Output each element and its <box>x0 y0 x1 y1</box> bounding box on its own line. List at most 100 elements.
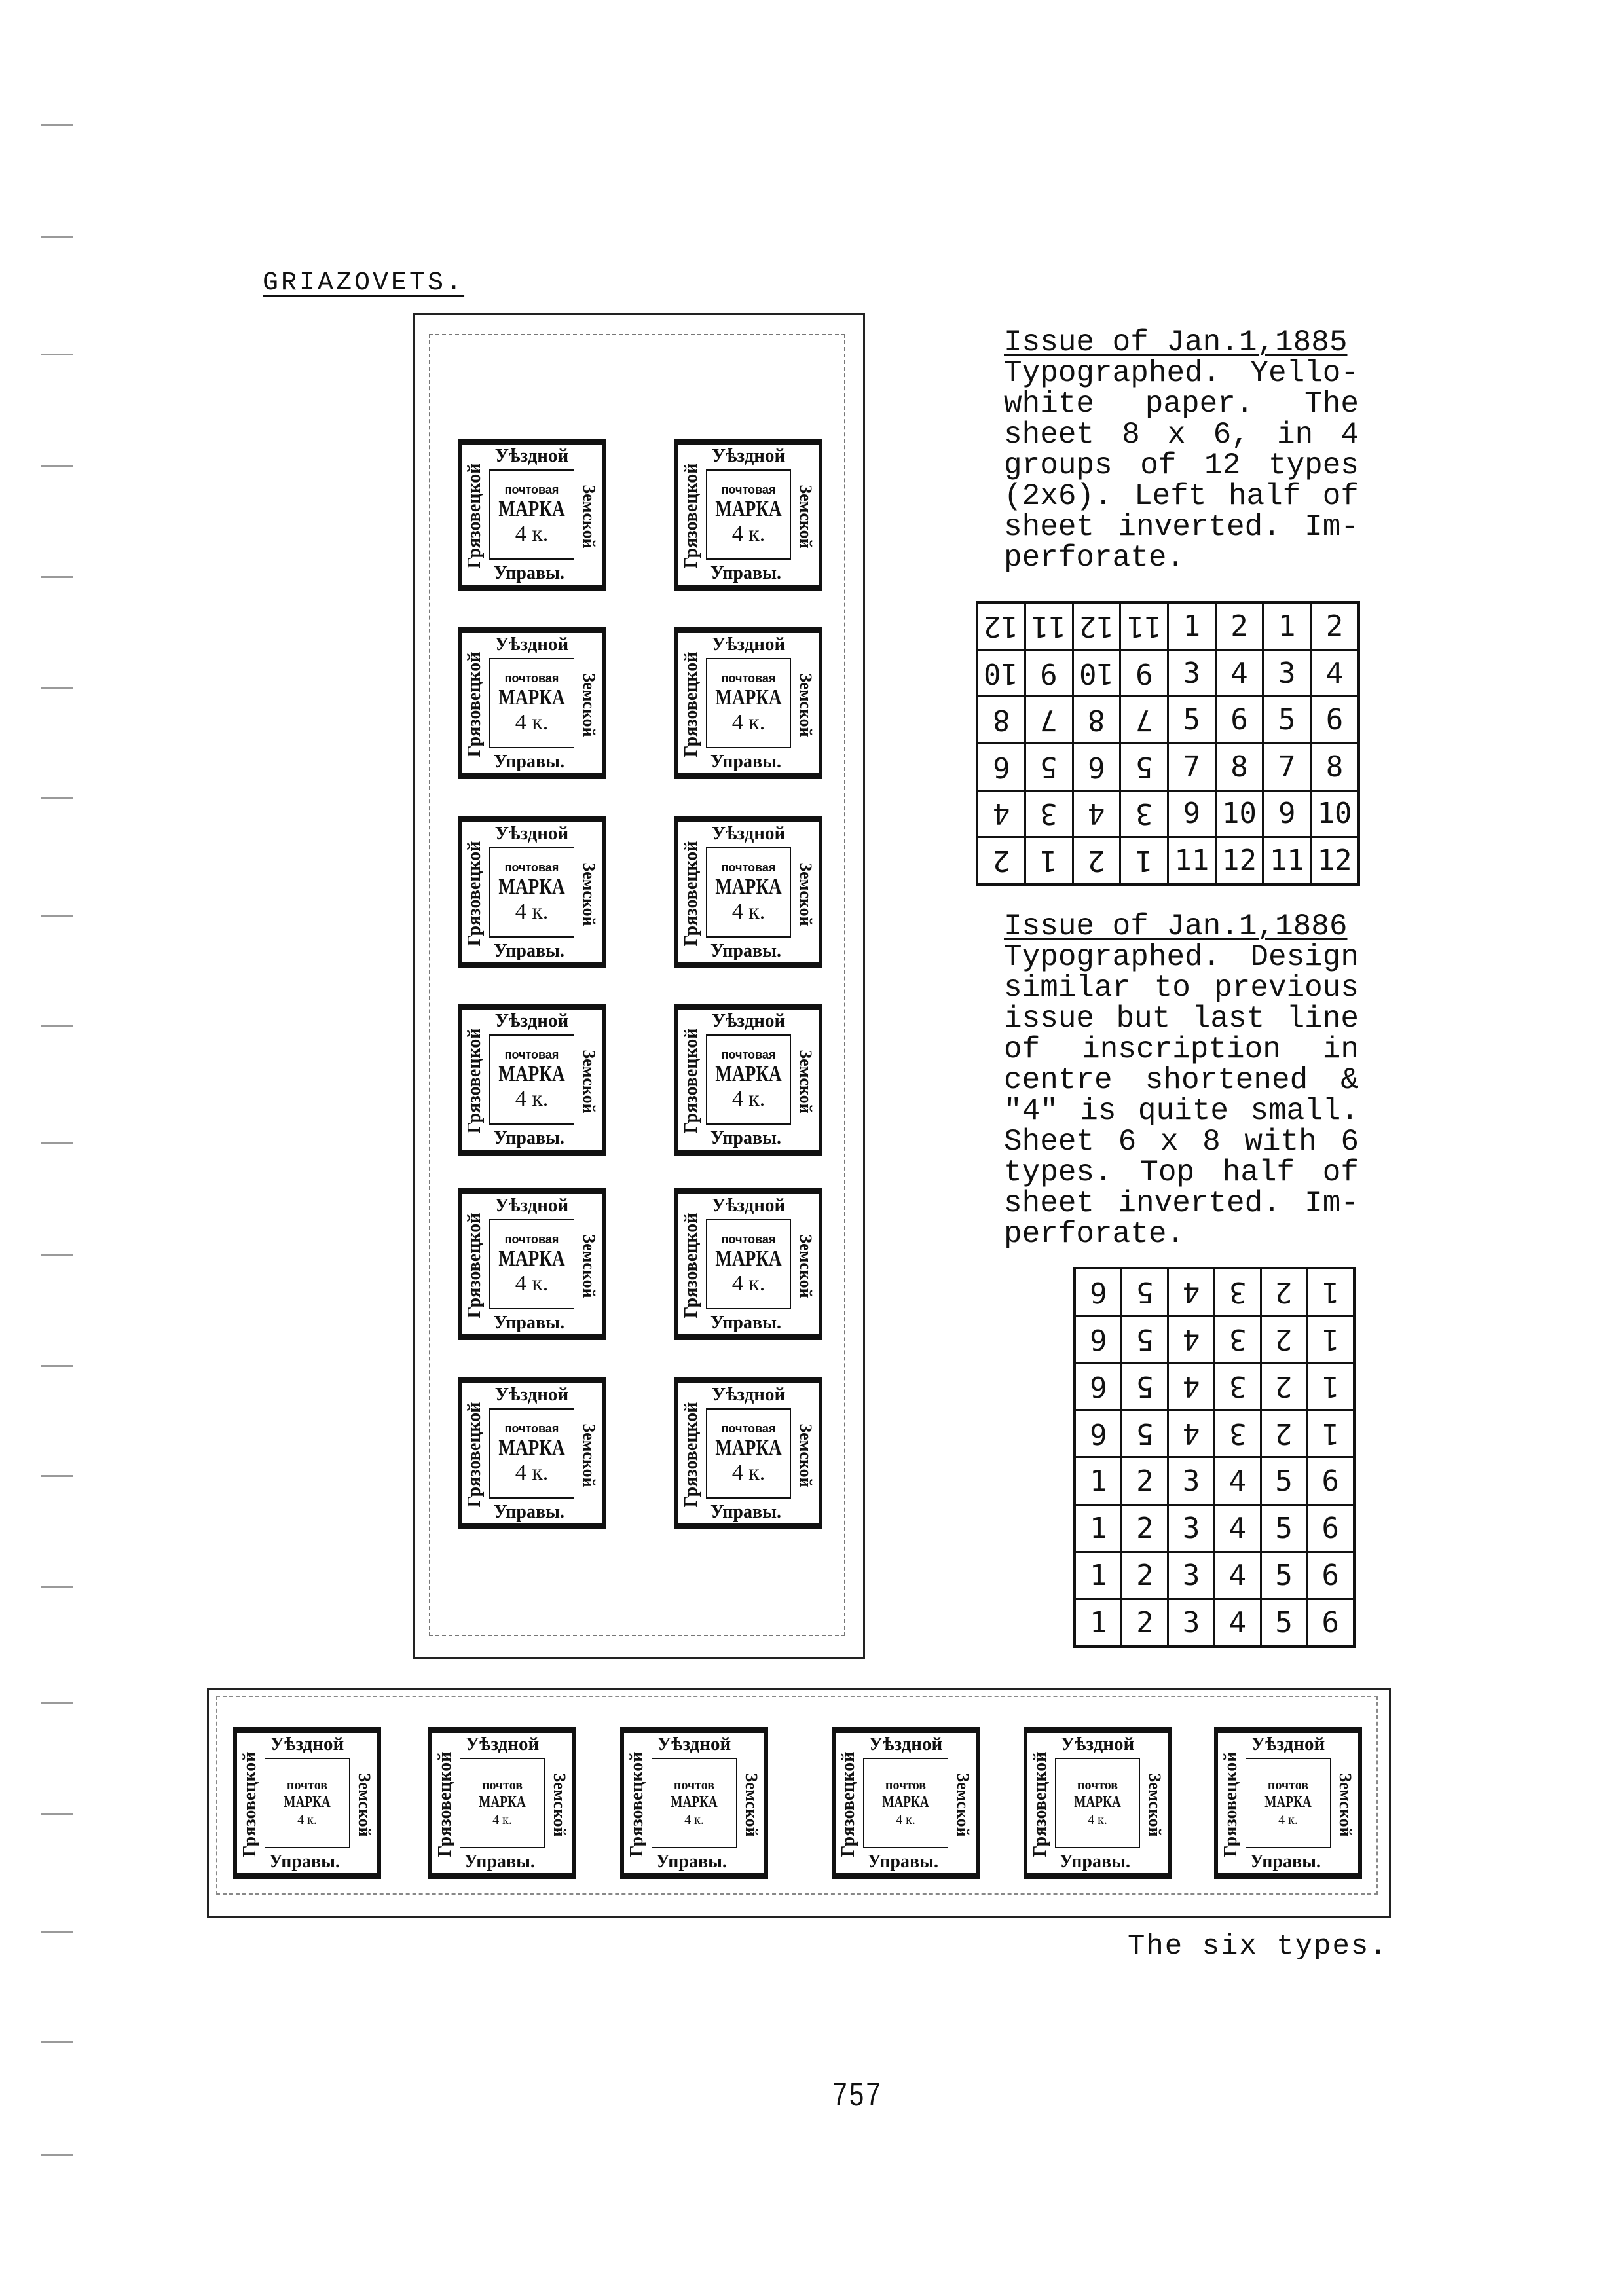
stamp-right-text: Земской <box>580 862 599 926</box>
text-line: sheet 8 x 6, in 4 <box>1004 418 1359 452</box>
text-line: Sheet 6 x 8 with 6 <box>1004 1125 1359 1159</box>
table-cell: 2 <box>1120 1456 1170 1506</box>
table-cell: 10 <box>1214 789 1264 839</box>
table-cell: 2 <box>976 836 1026 886</box>
cell-number: 3 <box>1182 1558 1200 1592</box>
stamp-centre-line: МАРКА <box>715 1435 782 1460</box>
stamp-centre-line: почтовая <box>504 860 559 874</box>
cell-number: 1 <box>1135 844 1153 878</box>
cell-number: 7 <box>1135 703 1153 737</box>
cell-number: 4 <box>1182 1275 1200 1309</box>
cell-number: 2 <box>1136 1511 1154 1545</box>
table-cell: 11 <box>1262 836 1312 886</box>
table-cell: 5 <box>1120 1409 1170 1459</box>
stamp-left-text: Грязовецкой <box>681 1402 701 1508</box>
stamp-centre-line: 4 к. <box>731 521 766 546</box>
cell-number: 11 <box>1031 609 1067 643</box>
table-cell: 6 <box>1073 1362 1123 1412</box>
text-line: Typographed. Design <box>1004 940 1359 974</box>
stamp-centre-line: 4 к. <box>731 710 766 735</box>
margin-mark <box>41 236 73 238</box>
cell-number: 5 <box>1275 1558 1293 1592</box>
table-cell: 3 <box>1213 1315 1262 1364</box>
table-cell: 7 <box>1024 695 1074 744</box>
table-cell: 6 <box>1310 695 1360 744</box>
cell-number: 2 <box>1275 1275 1293 1309</box>
stamp-top-text: Уѣздной <box>465 1734 540 1755</box>
stamp-centre-line: МАРКА <box>498 1061 565 1086</box>
margin-mark <box>41 1813 73 1815</box>
stamp-bottom-text: Управы. <box>494 941 564 961</box>
table-cell: 10 <box>1310 789 1360 839</box>
cell-number: 3 <box>1135 797 1153 831</box>
stamp-centre-line: 4 к. <box>515 710 549 735</box>
cell-number: 5 <box>1136 1322 1154 1357</box>
stamp-left-text: Грязовецкой <box>627 1751 647 1857</box>
table-cell: 5 <box>1120 1362 1170 1412</box>
margin-mark <box>41 1475 73 1477</box>
stamp-left-side: Грязовецкой <box>434 1736 457 1873</box>
cell-number: 12 <box>984 609 1019 643</box>
cell-number: 9 <box>1183 797 1201 831</box>
cell-number: 4 <box>1228 1558 1247 1592</box>
stamp-right-text: Земской <box>580 1234 599 1298</box>
margin-mark <box>41 1365 73 1367</box>
table-cell: 6 <box>1306 1597 1356 1648</box>
stamp-right-side: Земской <box>794 1029 817 1134</box>
stamp-bottom-text: Управы. <box>710 563 781 583</box>
table-cell: 5 <box>1259 1503 1308 1553</box>
table-cell: 9 <box>1166 789 1217 839</box>
cell-number: 9 <box>1135 656 1153 690</box>
cell-number: 8 <box>1230 750 1248 784</box>
table-cell: 8 <box>1310 742 1360 792</box>
stamp-centre-line: почтовая <box>504 1232 559 1246</box>
stamp-centre-line: МАРКА <box>498 496 565 521</box>
margin-mark <box>41 2154 73 2156</box>
stamp-top-text: Уѣздной <box>494 634 569 655</box>
stamp-top-text: Уѣздной <box>711 1384 786 1405</box>
margin-mark <box>41 465 73 467</box>
stamp-right-text: Земской <box>796 1423 815 1487</box>
stamp-left-side: Грязовецкой <box>463 447 487 585</box>
cell-number: 4 <box>1228 1605 1247 1639</box>
table-cell: 2 <box>1120 1503 1170 1553</box>
six-types-block <box>207 1688 1391 1918</box>
cell-number: 6 <box>1325 703 1344 737</box>
stamp-right-side: Земской <box>547 1753 571 1857</box>
cell-number: 4 <box>1228 1511 1247 1545</box>
stamp-right-text: Земской <box>796 862 815 926</box>
cell-number: 2 <box>992 844 1010 878</box>
table-cell: 9 <box>1024 648 1074 698</box>
stamp-right-side: Земской <box>577 653 600 757</box>
stamp-right-text: Земской <box>580 673 599 737</box>
cell-number: 6 <box>1088 750 1105 784</box>
table-cell: 2 <box>1259 1362 1308 1412</box>
cell-number: 5 <box>1136 1370 1154 1404</box>
margin-mark <box>41 1025 73 1027</box>
table-cell: 8 <box>1071 695 1122 744</box>
table-cell: 6 <box>1073 1409 1123 1459</box>
stamp-bottom-text: Управы. <box>868 1851 938 1872</box>
stamp-centre-line: МАРКА <box>284 1793 331 1811</box>
table-cell: 3 <box>1166 648 1217 698</box>
cell-number: 1 <box>1321 1417 1340 1451</box>
cell-number: 5 <box>1136 1275 1154 1309</box>
cell-number: 2 <box>1136 1558 1154 1592</box>
cell-number: 1 <box>1089 1511 1107 1545</box>
cell-number: 4 <box>1182 1417 1200 1451</box>
cell-number: 5 <box>1275 1605 1293 1639</box>
table-cell: 4 <box>1214 648 1264 698</box>
cell-number: 7 <box>1183 750 1201 784</box>
stamp-right-text: Земской <box>742 1773 761 1837</box>
stamp-centre-line: 4 к. <box>731 1460 766 1485</box>
stamp-right-text: Земской <box>796 1234 815 1298</box>
table-cell: 2 <box>1259 1267 1308 1317</box>
cell-number: 8 <box>992 703 1010 737</box>
six-types-inner-frame <box>216 1696 1378 1895</box>
